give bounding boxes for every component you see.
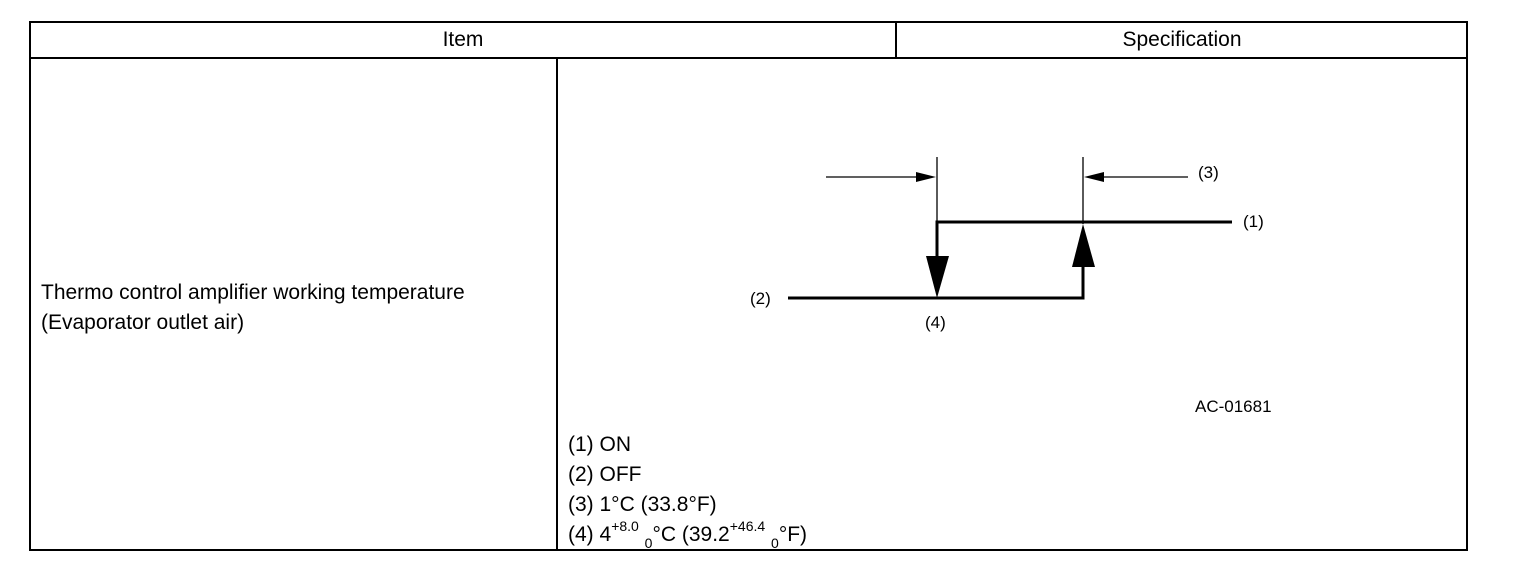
legend-4-end: °F)	[778, 523, 808, 546]
label-on: (1)	[1243, 212, 1264, 231]
switch-on-arrow	[1072, 224, 1095, 267]
legend-4-sup1: +8.0	[611, 518, 639, 534]
legend-item-4: (4) 4+8.0 0°C (39.2+46.4 0°F)	[568, 518, 808, 552]
legend-item-2: (2) OFF	[568, 463, 642, 486]
switch-off-arrow	[926, 256, 949, 298]
body-column-divider	[556, 57, 558, 551]
item-description: Thermo control amplifier working tempera…	[41, 278, 465, 338]
label-temp: (4)	[925, 313, 946, 332]
legend-4-sup2: +46.4	[729, 518, 766, 534]
on-state-line	[935, 220, 1232, 256]
label-diff: (3)	[1198, 163, 1219, 182]
legend-item-3: (3) 1°C (33.8°F)	[568, 493, 717, 516]
legend-4-prefix: (4) 4	[568, 523, 612, 546]
label-off: (2)	[750, 289, 771, 308]
dimension-arrow-left	[916, 172, 936, 182]
legend: (1) ON (2) OFF (3) 1°C (33.8°F) (4) 4+8.…	[568, 430, 807, 550]
off-state-line	[788, 266, 1085, 300]
header-divider	[29, 57, 1468, 59]
header-column-divider	[895, 21, 897, 59]
header-item: Item	[442, 28, 484, 51]
legend-item-1: (1) ON	[568, 433, 631, 456]
legend-4-sub1: 0	[644, 535, 653, 552]
figure-id: AC-01681	[1195, 397, 1272, 416]
spec-table	[29, 21, 1468, 551]
item-line-1: Thermo control amplifier working tempera…	[41, 281, 465, 304]
legend-4-sub2: 0	[771, 535, 779, 552]
header-specification: Specification	[1122, 28, 1242, 51]
item-line-2: (Evaporator outlet air)	[41, 311, 245, 334]
dimension-arrow-right	[1084, 172, 1104, 182]
legend-4-mid: °C (39.2	[652, 523, 730, 546]
